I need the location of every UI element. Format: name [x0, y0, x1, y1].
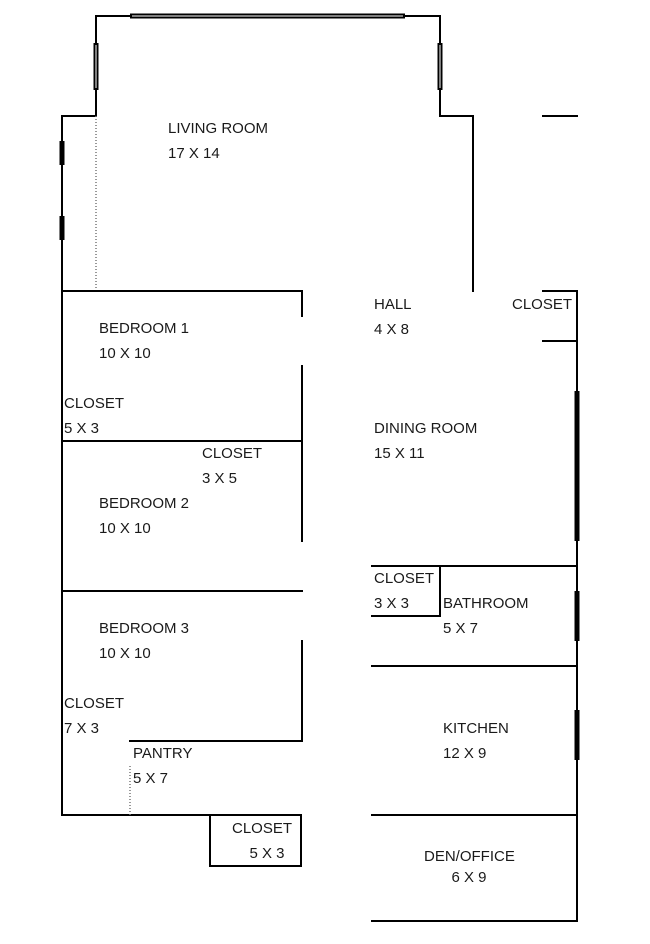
- closet-b1-label: CLOSET 5 X 3: [64, 391, 124, 441]
- bedroom2-size: 10 X 10: [99, 520, 151, 537]
- bedroom1-size: 10 X 10: [99, 345, 151, 362]
- bathroom-name: BATHROOM: [443, 595, 529, 612]
- closet-b3-name: CLOSET: [64, 695, 125, 712]
- closet-b1-size: 5 X 3: [64, 420, 100, 437]
- bottom-closet-walls: [209, 814, 302, 867]
- bathroom-size: 5 X 7: [443, 620, 479, 637]
- living-room-name: LIVING ROOM: [168, 120, 269, 137]
- bath-closet-label: CLOSET 3 X 3: [374, 566, 434, 616]
- den-office-name: DEN/OFFICE: [424, 848, 515, 865]
- dining-room-size: 15 X 11: [374, 445, 425, 462]
- kitchen-name: KITCHEN: [443, 720, 509, 737]
- closet-b3-label: CLOSET 7 X 3: [64, 691, 124, 741]
- bedroom3-size: 10 X 10: [99, 645, 151, 662]
- pantry-name: PANTRY: [133, 745, 193, 762]
- bedroom3-label: BEDROOM 3 10 X 10: [99, 616, 189, 666]
- bottom-closet-name: CLOSET: [232, 820, 293, 837]
- closet-b3-size: 7 X 3: [64, 720, 100, 737]
- bath-closet-size: 3 X 3: [374, 595, 410, 612]
- dining-room-name: DINING ROOM: [374, 420, 478, 437]
- bedroom1-name: BEDROOM 1: [99, 320, 190, 337]
- dining-room-label: DINING ROOM 15 X 11: [374, 416, 477, 466]
- bottom-closet-size: 5 X 3: [249, 845, 285, 862]
- hall-label: HALL 4 X 8: [374, 292, 412, 342]
- living-room-walls: [61, 15, 578, 292]
- closet-b1-name: CLOSET: [64, 395, 125, 412]
- bathroom-label: BATHROOM 5 X 7: [443, 591, 529, 641]
- bedroom2-name: BEDROOM 2: [99, 495, 190, 512]
- bedroom1-label: BEDROOM 1 10 X 10: [99, 316, 189, 366]
- bedroom-walls: [61, 290, 303, 815]
- hall-name: HALL: [374, 296, 412, 313]
- den-office-size: 6 X 9: [451, 869, 487, 886]
- closet-b2-size: 3 X 5: [202, 470, 238, 487]
- pantry-size: 5 X 7: [133, 770, 169, 787]
- bottom-closet-label: CLOSET 5 X 3: [232, 816, 292, 866]
- bedroom2-label: BEDROOM 2 10 X 10: [99, 491, 189, 541]
- kitchen-label: KITCHEN 12 X 9: [443, 716, 509, 766]
- right-side-walls: [371, 290, 578, 922]
- bath-closet-name: CLOSET: [374, 570, 435, 587]
- closet-b2-label: CLOSET 3 X 5: [202, 441, 262, 491]
- den-office-label: DEN/OFFICE 6 X 9: [424, 846, 515, 888]
- pantry-label: PANTRY 5 X 7: [133, 741, 192, 791]
- closet-b2-name: CLOSET: [202, 445, 263, 462]
- kitchen-size: 12 X 9: [443, 745, 487, 762]
- hall-size: 4 X 8: [374, 321, 410, 338]
- living-room-size: 17 X 14: [168, 145, 220, 162]
- living-room-label: LIVING ROOM 17 X 14: [168, 116, 268, 166]
- hall-closet-label: CLOSET: [512, 292, 572, 317]
- hall-closet-name: CLOSET: [512, 296, 573, 313]
- bedroom3-name: BEDROOM 3: [99, 620, 190, 637]
